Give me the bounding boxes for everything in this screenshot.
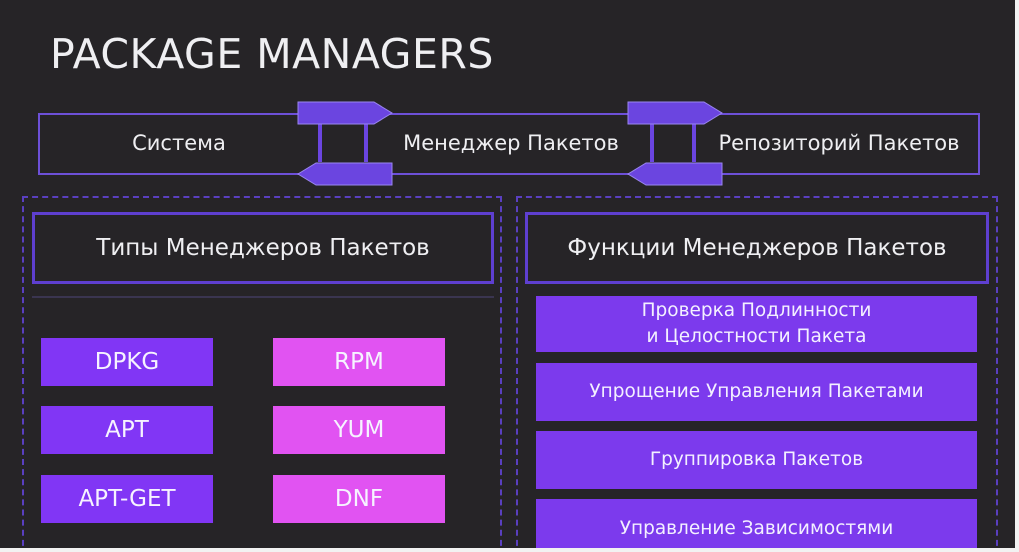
manager-apt: APT [41,406,213,454]
function-item-line: Упрощение Управления Пакетами [589,381,924,402]
manager-dnf: DNF [273,475,445,523]
types-group [22,196,502,548]
functions-group [516,196,998,548]
page-title: PACKAGE MANAGERS [50,30,494,78]
manager-dpkg: DPKG [41,338,213,386]
arrow-right-icon [627,101,723,125]
types-divider [32,296,494,298]
arrow-right-icon [297,101,393,125]
connector-right-a [650,124,654,162]
flow-label-repository: Репозиторий Пакетов [718,131,960,155]
connector-left-a [318,124,322,162]
function-item-simplify: Упрощение Управления Пакетами [536,363,977,421]
function-item-line: и Целостности Пакета [646,326,867,347]
flow-bar [38,113,980,175]
function-item-line: Проверка Подлинности [641,300,872,321]
connector-right-b [692,124,696,162]
types-heading: Типы Менеджеров Пакетов [32,212,494,284]
function-item-line: Группировка Пакетов [649,449,864,470]
arrow-left-icon [627,162,723,186]
function-item-dependencies: Управление Зависимостями [536,499,977,548]
manager-apt-get: APT-GET [41,475,213,523]
functions-heading: Функции Менеджеров Пакетов [525,212,989,284]
flow-label-manager: Менеджер Пакетов [403,131,619,155]
manager-yum: YUM [273,406,445,454]
arrow-left-icon [297,162,393,186]
function-item-verification: Проверка Подлинности и Целостности Пакет… [536,296,977,352]
flow-label-system: Система [132,131,226,155]
bottom-strip [0,548,1019,552]
function-item-line: Управление Зависимостями [619,518,894,539]
function-item-grouping: Группировка Пакетов [536,431,977,489]
manager-rpm: RPM [273,338,445,386]
connector-left-b [364,124,368,162]
